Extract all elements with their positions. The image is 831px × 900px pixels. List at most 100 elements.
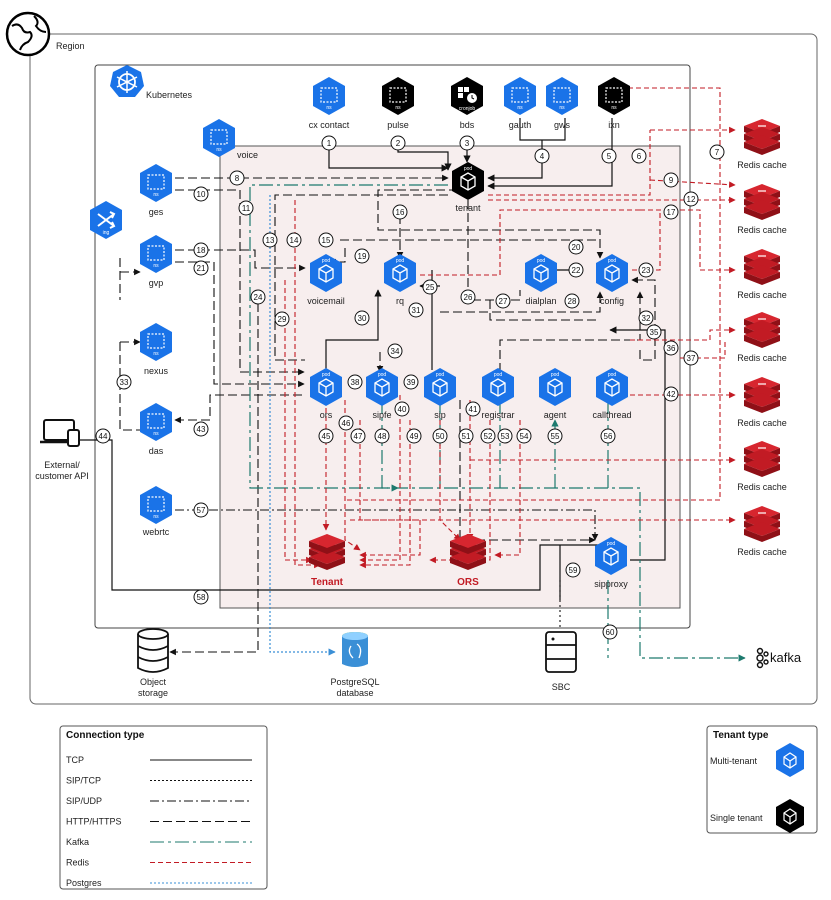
redis-tenant-label: Tenant [311, 577, 344, 588]
ns-ixn[interactable]: ns [598, 77, 630, 115]
svg-text:20: 20 [572, 243, 581, 252]
namespace-icon [140, 164, 172, 202]
ns-cx-contact[interactable]: ns [313, 77, 345, 115]
redis-cache-icon[interactable] [744, 312, 780, 348]
connection-number-badge: 5 [601, 148, 617, 164]
svg-text:42: 42 [667, 390, 676, 399]
svg-text:ns: ns [216, 147, 222, 153]
redis-ors-icon[interactable] [450, 534, 486, 570]
redis-cache-icon[interactable] [744, 377, 780, 413]
ns-gvp-label: gvp [149, 278, 164, 288]
ingress-icon[interactable]: ing [90, 201, 122, 239]
svg-text:41: 41 [469, 405, 478, 414]
pod-tenant[interactable]: pod [452, 162, 484, 200]
pod-dialplan[interactable]: pod [525, 254, 557, 292]
ns-voice[interactable]: ns [203, 119, 235, 157]
svg-text:55: 55 [551, 432, 560, 441]
svg-text:2: 2 [396, 139, 401, 148]
connection-number-badge: 35 [646, 324, 662, 340]
svg-text:18: 18 [197, 246, 206, 255]
svg-text:ns: ns [395, 105, 401, 111]
ns-das[interactable]: ns [140, 403, 172, 441]
svg-text:12: 12 [687, 195, 696, 204]
connection-number-badge: 13 [262, 232, 278, 248]
pod-voicemail-label: voicemail [307, 296, 345, 306]
pod-voicemail[interactable]: pod [310, 254, 342, 292]
svg-text:ns: ns [153, 263, 159, 269]
connection-number-badge: 22 [568, 262, 584, 278]
pod-sipfe[interactable]: pod [366, 368, 398, 406]
redis-tenant-icon[interactable] [309, 534, 345, 570]
svg-text:36: 36 [667, 344, 676, 353]
svg-text:30: 30 [358, 314, 367, 323]
pod-callthread[interactable]: pod [596, 368, 628, 406]
ns-nexus[interactable]: ns [140, 323, 172, 361]
pod-rq[interactable]: pod [384, 254, 416, 292]
svg-text:6: 6 [637, 152, 642, 161]
ns-webrtc[interactable]: ns [140, 486, 172, 524]
svg-text:ing: ing [103, 230, 110, 236]
ns-ges-label: ges [149, 207, 164, 217]
pod-callthread-label: callthread [592, 410, 631, 420]
svg-text:ns: ns [326, 105, 332, 111]
pod-tag: pod [396, 258, 405, 264]
ns-gws[interactable]: ns [546, 77, 578, 115]
redis-cache-label: Redis cache [737, 547, 787, 557]
svg-text:59: 59 [569, 566, 578, 575]
ns-webrtc-label: webrtc [142, 527, 170, 537]
redis-cache-icon[interactable] [744, 119, 780, 155]
postgres-line1: PostgreSQL [330, 677, 379, 687]
connection-number-badge: 58 [193, 589, 209, 605]
pod-registrar[interactable]: pod [482, 368, 514, 406]
ns-ges[interactable]: ns [140, 164, 172, 202]
svg-text:48: 48 [378, 432, 387, 441]
redis-cache-label: Redis cache [737, 482, 787, 492]
connection-number-badge: 30 [354, 310, 370, 326]
pod-ors-label: ors [320, 410, 333, 420]
connection-number-badge: 12 [683, 191, 699, 207]
pod-sip[interactable]: pod [424, 368, 456, 406]
tenant-legend-title: Tenant type [713, 730, 769, 741]
pod-sipproxy-label: sipproxy [594, 579, 628, 589]
svg-text:43: 43 [197, 425, 206, 434]
svg-text:15: 15 [322, 236, 331, 245]
connection-number-badge: 28 [564, 293, 580, 309]
svg-text:54: 54 [520, 432, 529, 441]
pod-ors[interactable]: pod [310, 368, 342, 406]
connection-number-badge: 2 [390, 135, 406, 151]
svg-text:52: 52 [484, 432, 493, 441]
connection-number-badge: 9 [663, 172, 679, 188]
svg-text:11: 11 [242, 204, 251, 213]
pod-config[interactable]: pod [596, 254, 628, 292]
svg-text:49: 49 [410, 432, 419, 441]
svg-text:47: 47 [354, 432, 363, 441]
connection-number-badge: 53 [497, 428, 513, 444]
svg-text:9: 9 [669, 176, 674, 185]
connection-legend-item-label: SIP/TCP [66, 776, 101, 786]
svg-text:44: 44 [99, 432, 108, 441]
connection-number-badge: 45 [318, 428, 334, 444]
redis-cache-label: Redis cache [737, 353, 787, 363]
external-label-line2: customer API [35, 471, 89, 481]
redis-cache-icon[interactable] [744, 506, 780, 542]
pod-tag: pod [378, 372, 387, 378]
connection-number-badge: 38 [347, 374, 363, 390]
pod-sipproxy[interactable]: pod [595, 537, 627, 575]
kubernetes-icon [110, 65, 144, 97]
svg-text:40: 40 [398, 405, 407, 414]
multi-tenant-pods: podvoicemailpodrqpoddialplanpodconfigpod… [307, 254, 632, 589]
namespace-icon [504, 77, 536, 115]
redis-cache-icon[interactable] [744, 184, 780, 220]
connection-number-badge: 52 [480, 428, 496, 444]
connection-legend-item-label: HTTP/HTTPS [66, 817, 122, 827]
pod-agent[interactable]: pod [539, 368, 571, 406]
ns-pulse[interactable]: ns [382, 77, 414, 115]
ns-gvp[interactable]: ns [140, 235, 172, 273]
redis-cache-icon[interactable] [744, 441, 780, 477]
redis-cache-icon[interactable] [744, 249, 780, 285]
ns-bds[interactable]: cronjob [451, 77, 483, 115]
ns-gauth[interactable]: ns [504, 77, 536, 115]
pod-tag: pod [607, 541, 616, 547]
svg-text:31: 31 [412, 306, 421, 315]
